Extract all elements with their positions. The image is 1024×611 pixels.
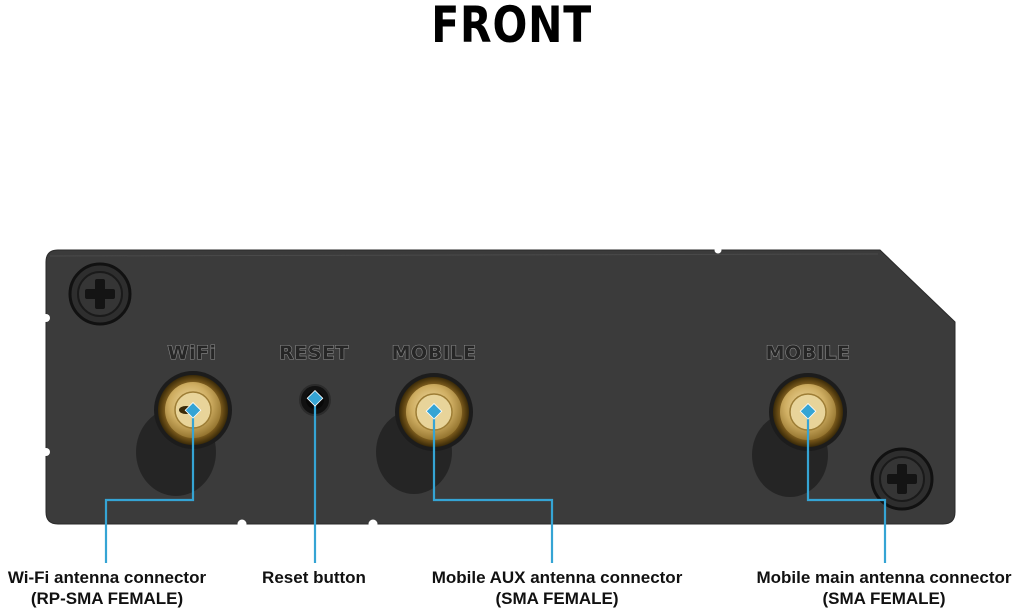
callout-title: Mobile main antenna connector [756,568,1012,587]
leader-line-mobile-main [806,412,887,563]
leader-marker-wifi [184,401,202,419]
router-housing [45,249,956,525]
leader-line-mobile-aux [432,412,554,563]
wifi-silkscreen-label: WiFi [168,342,217,364]
mobile-main-silkscreen-label: MOBILE [766,342,851,364]
housing-notch [237,519,247,529]
screw-top-left [68,262,132,326]
leader-marker-reset [306,389,324,407]
reset-silkscreen-label: RESET [279,342,349,364]
leader-line-wifi [104,411,195,563]
housing-notch [42,314,50,322]
page-title: FRONT [431,0,593,54]
callout-spec: (RP-SMA FEMALE) [30,589,184,608]
callout-wifi-antenna-connector: Wi-Fi antenna connector (RP-SMA FEMALE) [0,567,214,609]
callout-mobile-aux-antenna-connector: Mobile AUX antenna connector (SMA FEMALE… [412,567,702,609]
housing-notch [714,246,722,254]
callout-mobile-main-antenna-connector: Mobile main antenna connector (SMA FEMAL… [744,567,1024,609]
leader-marker-mobile-aux [425,402,443,420]
screw-bottom-right [870,447,934,511]
mobile-aux-silkscreen-label: MOBILE [392,342,477,364]
callout-spec: (SMA FEMALE) [495,589,619,608]
callout-title: Mobile AUX antenna connector [431,568,683,587]
callout-title: Wi-Fi antenna connector [7,568,207,587]
leader-marker-mobile-main [799,402,817,420]
callout-reset-button: Reset button [248,567,380,588]
housing-notch [368,519,378,529]
callout-spec: (SMA FEMALE) [822,589,946,608]
housing-notch [42,448,50,456]
callout-title: Reset button [262,568,366,587]
